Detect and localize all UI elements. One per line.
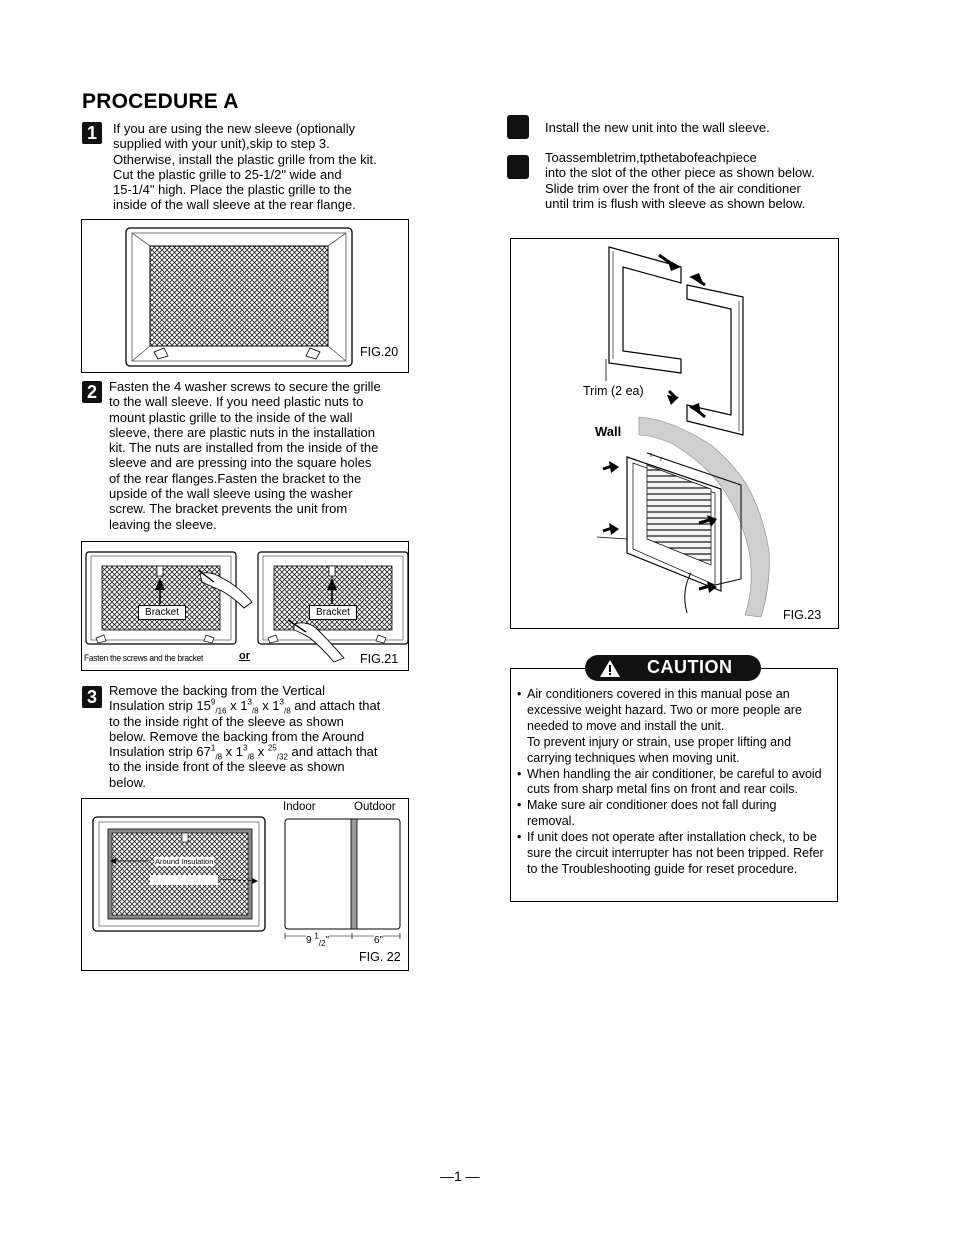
step-3-line: to the inside front of the sleeve as sho… [109, 759, 345, 775]
step-2-line: sleeve and are pressing into the square … [109, 455, 372, 471]
step-3-line: to the inside right of the sleeve as sho… [109, 713, 344, 729]
step-5-badge [507, 155, 529, 179]
step-2-line: screw. The bracket prevents the unit fro… [109, 501, 348, 517]
step-2-line: of the rear flanges.Fasten the bracket t… [109, 470, 362, 486]
caution-banner: CAUTION [585, 655, 761, 681]
dimension-left: 9 1/2" [306, 931, 330, 948]
step-3-line: Insulation strip 159/16 x 13/8 x 13/8 an… [109, 697, 381, 716]
step-3-line: Insulation strip 671/8 x 13/8 x 25/32 an… [109, 743, 378, 762]
step-1-line: inside of the wall sleeve at the rear fl… [113, 197, 356, 213]
trim-install-illustration [596, 246, 770, 618]
step-2-line: sleeve, there are plastic nuts in the in… [109, 424, 375, 440]
step-2-line: to the wall sleeve. If you need plastic … [109, 394, 364, 410]
step-2-line: upside of the wall sleeve using the wash… [109, 486, 353, 502]
around-insulation-label: Around Insulation [154, 857, 215, 866]
figure-21: Bracket Bracket Fasten the screws and th… [81, 541, 409, 671]
figure-21-label: FIG.21 [360, 652, 399, 666]
step-3-badge: 3 [82, 686, 102, 708]
step-5-line: Toassembletrim,tpthetabofeachpiece [545, 150, 757, 165]
step-5-text: Toassembletrim,tpthetabofeachpiece into … [545, 150, 845, 211]
step-1-line: Otherwise, install the plastic grille fr… [113, 151, 377, 167]
step-2-line: mount plastic grille to the inside of th… [109, 409, 353, 425]
indoor-label: Indoor [283, 801, 316, 813]
figure-21-caption: Fasten the screws and the bracket [84, 653, 204, 664]
bracket-illustration [85, 551, 409, 663]
step-4-badge [507, 115, 529, 139]
step-1-line: 15-1/4" high. Place the plastic grille t… [113, 182, 352, 198]
insulation-illustration [92, 816, 401, 939]
figure-23: Trim (2 ea) Wall FIG.23 [510, 238, 839, 629]
bracket-label-right: Bracket [309, 605, 357, 620]
caution-list: • Air conditioners covered in this manua… [517, 687, 833, 878]
step-3-line: Remove the backing from the Vertical [109, 683, 326, 698]
figure-22: Indoor Outdoor Around Insulation 9 1/2" … [81, 798, 409, 971]
page-number: —1 — [440, 1168, 480, 1184]
caution-item: • Make sure air conditioner does not fal… [517, 798, 777, 829]
trim-label: Trim (2 ea) [583, 384, 644, 398]
page-title: PROCEDURE A [82, 90, 239, 113]
step-5-line: until trim is flush with sleeve as shown… [545, 195, 806, 211]
caution-heading: CAUTION [647, 657, 733, 677]
warning-icon [600, 660, 620, 677]
outdoor-label: Outdoor [354, 801, 396, 813]
or-label: or [239, 650, 250, 662]
step-2-line: kit. The nuts are installed from the ins… [109, 440, 379, 456]
step-3-line: below. [109, 774, 146, 790]
figure-20: FIG.20 [81, 219, 409, 373]
dimension-right: 6" [374, 935, 384, 946]
step-2-text: Fasten the 4 washer screws to secure the… [109, 379, 414, 532]
step-2-line: leaving the sleeve. [109, 516, 217, 532]
bullet-icon: • [517, 798, 522, 813]
figure-22-label: FIG. 22 [359, 950, 401, 964]
caution-item: • When handling the air conditioner, be … [517, 766, 822, 797]
caution-item: • If unit does not operate after install… [517, 830, 824, 876]
figure-23-label: FIG.23 [783, 608, 822, 622]
step-2-badge: 2 [82, 381, 102, 403]
step-2-line: Fasten the 4 washer screws to secure the… [109, 379, 381, 394]
bullet-icon: • [517, 766, 522, 781]
step-1-line: If you are using the new sleeve (optiona… [113, 121, 356, 136]
figure-20-label: FIG.20 [360, 345, 399, 359]
sleeve-grille-illustration [125, 227, 353, 367]
bracket-label-left: Bracket [138, 605, 186, 620]
step-3-line: below. Remove the backing from the Aroun… [109, 728, 365, 744]
step-4-text: Install the new unit into the wall sleev… [545, 120, 770, 135]
wall-label: Wall [595, 424, 622, 439]
step-1-line: Cut the plastic grille to 25-1/2" wide a… [113, 166, 342, 182]
bullet-icon: • [517, 687, 522, 701]
caution-item: • Air conditioners covered in this manua… [517, 687, 802, 765]
step-1-text: If you are using the new sleeve (optiona… [113, 121, 413, 213]
step-3-text: Remove the backing from the Vertical Ins… [109, 683, 414, 790]
step-1-badge: 1 [82, 122, 102, 144]
step-5-line: into the slot of the other piece as show… [545, 165, 815, 181]
bullet-icon: • [517, 830, 522, 845]
step-1-line: supplied with your unit),skip to step 3. [113, 136, 330, 152]
step-5-line: Slide trim over the front of the air con… [545, 180, 801, 196]
